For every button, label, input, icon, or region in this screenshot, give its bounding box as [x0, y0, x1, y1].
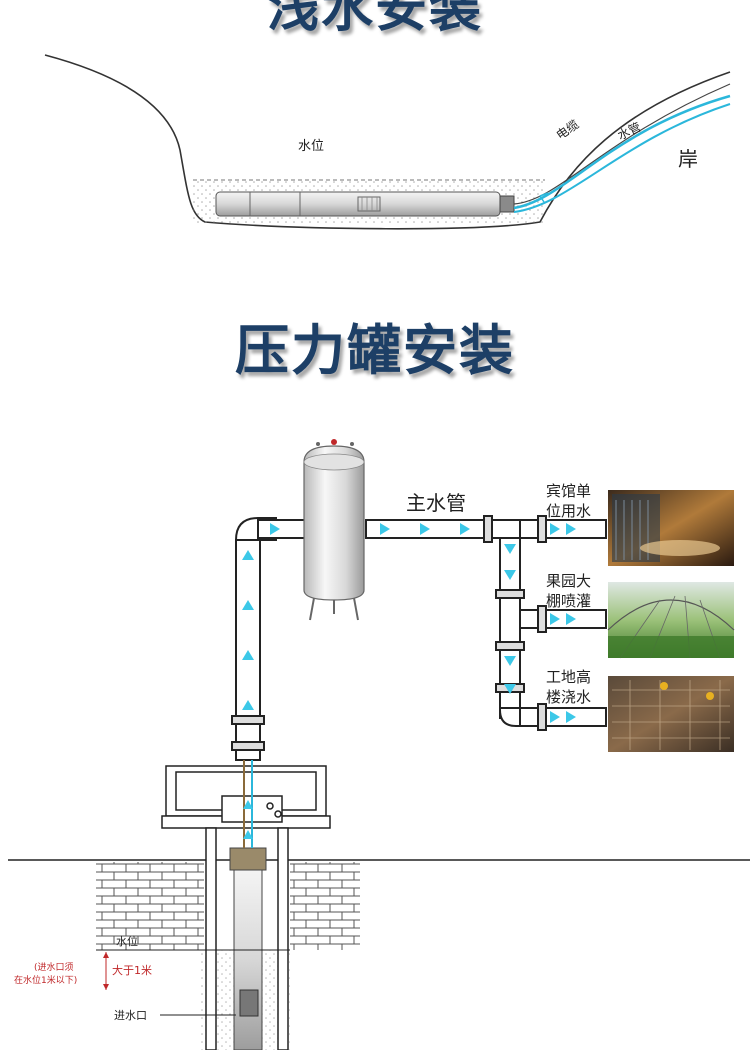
well-casing: [205, 827, 289, 1050]
brick-wall-right: [290, 862, 360, 950]
flow-arrow: [460, 523, 470, 535]
flow-arrow: [550, 523, 560, 535]
flow-arrow: [420, 523, 430, 535]
flow-arrow: [242, 600, 254, 610]
well-pump: [229, 760, 267, 1050]
flow-arrows: [242, 523, 576, 723]
flow-arrow: [550, 613, 560, 625]
application-label-line2: 棚喷灌: [546, 592, 591, 610]
tank-section: 主水管 宾馆单 位用水 果园大 棚喷灌 工地高 楼浇水: [8, 439, 750, 1050]
intake-note-line2: 在水位1米以下): [14, 974, 77, 986]
bottom-elbow: [499, 707, 521, 727]
flow-arrow: [242, 550, 254, 560]
application-hotel: 宾馆单 位用水: [546, 482, 734, 566]
application-label-line1: 宾馆单: [546, 482, 591, 500]
tank-inlet-pipe: [257, 519, 307, 539]
branch-site: [519, 707, 607, 727]
application-label-line1: 工地高: [546, 668, 591, 686]
flow-arrow: [380, 523, 390, 535]
flow-arrow: [566, 523, 576, 535]
branch-greenhouse: [519, 609, 607, 629]
flow-arrow: [504, 544, 516, 554]
well-head: [161, 765, 331, 829]
flow-arrow: [504, 570, 516, 580]
shallow-pump: [215, 191, 515, 217]
well-water-level-label: 水位: [116, 934, 138, 948]
shallow-bank-label: 岸: [678, 147, 698, 171]
construction-photo: [608, 676, 734, 752]
flow-arrow: [566, 711, 576, 723]
distance-label: 大于1米: [112, 963, 152, 977]
pipe-network: [231, 515, 607, 761]
flow-arrow: [550, 711, 560, 723]
shallow-water-level-label: 水位: [298, 139, 324, 154]
intake-label: 进水口: [114, 1009, 147, 1022]
tank-install-title: 压力罐安装: [235, 319, 515, 382]
application-label-line2: 楼浇水: [546, 688, 591, 706]
intake-note-line1: (进水口须: [34, 961, 74, 973]
flow-arrow: [504, 656, 516, 666]
application-greenhouse: 果园大 棚喷灌: [546, 572, 735, 659]
branch-hotel: [519, 519, 607, 539]
application-label-line1: 果园大: [546, 572, 591, 590]
flow-arrow: [566, 613, 576, 625]
pressure-tank: [303, 439, 365, 621]
brick-wall-left: [96, 862, 204, 950]
application-construction: 工地高 楼浇水: [546, 668, 734, 752]
flow-arrow: [242, 700, 254, 710]
shallow-install-title: 浅水安装: [266, 0, 483, 39]
flow-arrow: [270, 523, 280, 535]
shallow-cable-label: 电缆: [554, 117, 582, 142]
shallow-cable-and-pipe: [513, 83, 731, 213]
main-pipe-label: 主水管: [406, 491, 466, 515]
shallow-section: 水位 电缆 水管 岸: [44, 54, 731, 230]
flow-arrow: [504, 684, 516, 694]
application-label-line2: 位用水: [546, 502, 591, 520]
pond-outline: [44, 54, 731, 230]
flow-arrow: [242, 650, 254, 660]
